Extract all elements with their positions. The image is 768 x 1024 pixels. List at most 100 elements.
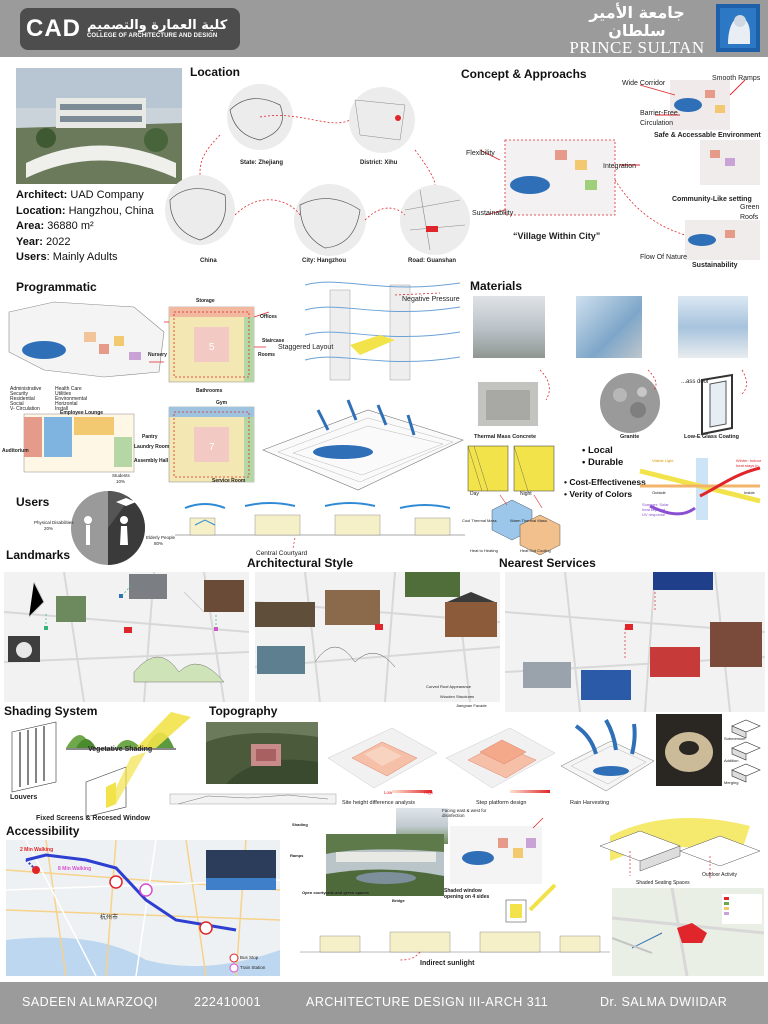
jade-artifact: [656, 714, 722, 786]
legend-item: Health Care: [55, 386, 82, 392]
location-heading: Location: [190, 65, 240, 79]
prog-rooms: Rooms: [258, 352, 275, 358]
material-photo-3: [678, 296, 748, 358]
concept-sustainability-2: Sustainability: [692, 262, 738, 269]
prog-service: Service Room: [212, 478, 246, 484]
project-info: Architect: UAD Company Location: Hangzho…: [16, 188, 154, 266]
concept-wide-corridor: Wide Corridor: [622, 80, 666, 87]
cad-english-name: COLLEGE OF ARCHITECTURE AND DESIGN: [87, 32, 218, 39]
map-label-road: Road: Guanshan: [408, 258, 457, 264]
nearest-services-heading: Nearest Services: [499, 556, 596, 570]
accessibility-plan: [450, 817, 544, 884]
legend-item: Install: [55, 406, 69, 412]
material-photo-1: [473, 296, 545, 358]
concept-flow-of-nature: Flow Of Nature: [640, 254, 688, 261]
open-courtyards-note: Open courtyards and green spaces: [302, 890, 369, 895]
accessibility-photo-courtyard: [326, 834, 444, 896]
arch-style-map: [255, 572, 500, 702]
programmatic-plans: 5 7: [8, 301, 270, 483]
materials-samples: [478, 369, 747, 436]
lowe-summer: Summer: Solar heat kept out, UV response: [642, 502, 669, 517]
users-elderly-pct: 80%: [154, 541, 164, 546]
material-lowe-label: Low-E Glass Coating: [684, 434, 740, 440]
users-students-label: Students: [112, 473, 130, 478]
architect-label: Architect:: [16, 189, 68, 201]
massing-merging: Merging: [724, 780, 739, 785]
concept-sustainability: Sustainability: [472, 210, 514, 217]
area-label: Area:: [16, 220, 45, 232]
rain-harvesting-diagram: [560, 719, 655, 792]
bullet-verity: • Verity of Colors: [564, 489, 633, 499]
walk-2-label: 2 Min Walking: [20, 847, 54, 853]
shading-diagrams: [11, 712, 191, 818]
walk-8-label: 8 Min Walking: [58, 866, 92, 872]
ventilation-diagram: [304, 281, 461, 381]
prog-bathrooms: Bathrooms: [196, 388, 223, 394]
map-label-state: State: Zhejiang: [240, 160, 284, 166]
landmarks-map: [4, 572, 249, 702]
bus-stop-legend: Bus Stop: [240, 955, 259, 960]
step-platform-caption: Step platform design: [476, 800, 527, 806]
users-students-pct: 10%: [116, 479, 126, 484]
concept-community: Community-Like setting: [672, 196, 752, 203]
site-plan-map: [612, 888, 764, 976]
massing-addition: Addition: [724, 758, 739, 763]
concept-diagrams: [479, 79, 760, 260]
users-elderly-label: Elderly People: [146, 535, 176, 540]
location-value: Hangzhou, China: [68, 204, 154, 217]
thermal-warm-label: Warm Thermal Mass: [510, 518, 547, 523]
shaded-seating-label: Shaded Seating Spaces: [636, 880, 690, 886]
lowe-outside: Outside: [652, 490, 666, 495]
psu-logo: جامعة الأمير سلطان PRINCE SULTAN UNIVERS…: [562, 3, 712, 65]
psu-arabic-name: جامعة الأمير سلطان: [589, 3, 685, 40]
map-label-china: China: [200, 258, 217, 264]
shading-louvers: Louvers: [10, 794, 38, 801]
prog-laundry: Laundry Room: [134, 444, 170, 450]
cad-logo: CAD كلية العمارة والتصميم COLLEGE OF ARC…: [20, 8, 240, 50]
prog-employee-lounge: Employee Lounge: [60, 410, 104, 416]
concept-smooth-ramps: Smooth Ramps: [712, 75, 761, 82]
map-label-district: District: Xihu: [360, 160, 398, 166]
accessibility-section: [300, 931, 610, 961]
concept-heading: Concept & Approachs: [461, 67, 587, 81]
material-photo-2: [576, 296, 642, 358]
bullet-cost: • Cost-Effectiveness: [564, 477, 646, 487]
accessibility-map: [6, 840, 280, 976]
shading-heading: Shading System: [4, 704, 98, 718]
location-label: Location:: [16, 204, 66, 217]
topography-heading: Topography: [209, 704, 278, 718]
prog-gym: Gym: [216, 400, 228, 406]
shading-fixed: Fixed Screens & Recesed Window: [36, 815, 150, 822]
shading-vegetative: Vegetative Shading: [88, 746, 153, 753]
topography-aerial-photo: [206, 722, 318, 784]
lowe-glass-diagram: [639, 458, 761, 520]
shaded-window-label: Shaded window opening on 4 sides: [444, 888, 490, 900]
prog-offices: Offices: [260, 314, 277, 320]
topography-section: [169, 793, 337, 805]
concept-green: Green: [740, 204, 760, 211]
year-value: 2022: [45, 235, 71, 248]
student-name: SADEEN ALMARZOQI: [22, 995, 158, 1009]
student-id: 222410001: [194, 995, 262, 1009]
legend-item: Horizontal: [55, 401, 78, 407]
style-wooden: Wooden Structures: [440, 694, 475, 699]
programmatic-heading: Programmatic: [16, 280, 97, 294]
psu-english-name: PRINCE SULTAN: [569, 38, 705, 58]
users-heading: Users: [16, 495, 50, 509]
thermal-heat-heating: Heat to Heating: [470, 548, 498, 553]
rain-harvesting-caption: Rain Harvesting: [570, 800, 610, 806]
prog-staircase: Staircase: [262, 338, 285, 344]
users-physical-label: Physical Disabilities: [34, 520, 74, 525]
location-maps: [165, 84, 470, 256]
concept-roofs: Roofs: [740, 214, 759, 221]
thermal-night-label: Night: [520, 491, 532, 497]
cover-photo: [16, 68, 182, 184]
cad-arabic-name: كلية العمارة والتصميم: [87, 17, 228, 33]
indirect-sunlight-label: Indirect sunlight: [420, 960, 475, 967]
ramps-note: Ramps: [290, 853, 304, 858]
map-label-city: City: Hangzhou: [302, 258, 346, 264]
instructor-name: Dr. SALMA DWIIDAR: [600, 995, 728, 1009]
prog-nursery: Nursery: [148, 352, 167, 358]
style-curved: Curved Roof Appearance: [426, 684, 471, 689]
